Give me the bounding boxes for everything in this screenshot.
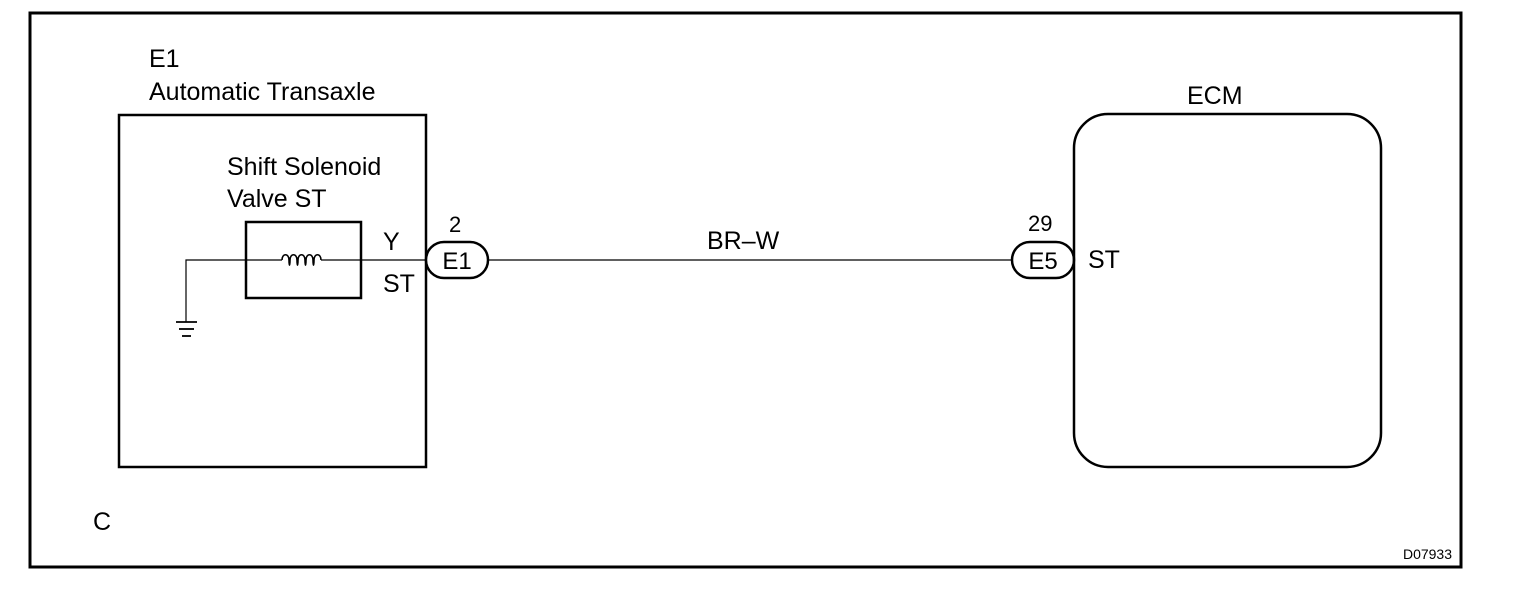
coil-icon [281,253,322,267]
figure-code: D07933 [1403,546,1452,562]
ecm-box [1072,112,1383,469]
transaxle-terminal-name: ST [383,270,415,298]
figure-frame [28,11,1463,569]
transaxle-pin-number: 2 [449,212,461,237]
ecm-name: ECM [1187,82,1243,110]
solenoid-ground-lead [185,259,282,322]
ground-icon [176,321,197,337]
transaxle-name: Automatic Transaxle [149,78,376,106]
solenoid-name-line2: Valve ST [227,185,327,213]
transaxle-wire-color: Y [383,228,400,256]
transaxle-connector-label: E1 [442,248,471,275]
ecm-connector-label: E5 [1028,248,1057,275]
ecm-terminal-name: ST [1088,246,1120,274]
transaxle-box [117,113,428,469]
solenoid-name-line1: Shift Solenoid [227,153,381,181]
wire-color-code: BR–W [707,227,780,255]
ecm-pin-number: 29 [1028,211,1052,236]
corner-mark: C [93,508,111,536]
transaxle-connector-id: E1 [149,45,180,73]
